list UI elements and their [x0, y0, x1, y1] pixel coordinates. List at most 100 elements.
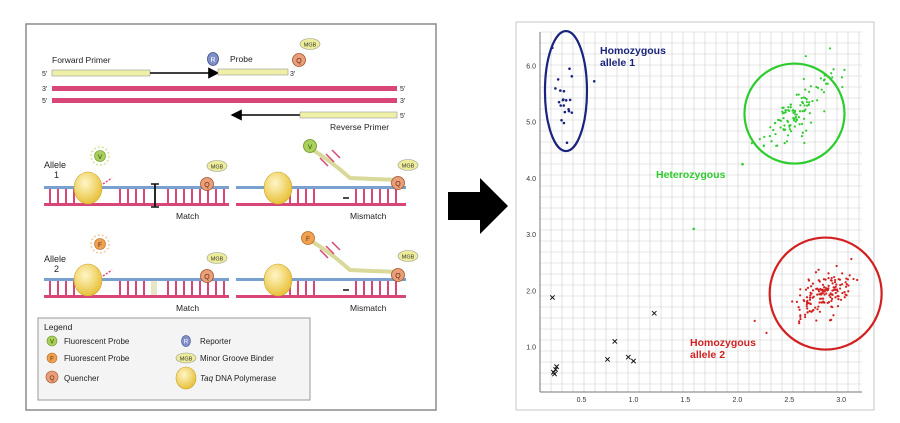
data-point — [805, 129, 808, 132]
legend-title: Legend — [44, 322, 73, 332]
x-tick-label: 1.0 — [629, 397, 639, 404]
data-point — [827, 272, 830, 275]
dna-strand-bottom — [52, 98, 397, 103]
data-point — [782, 117, 785, 120]
data-point — [804, 55, 807, 58]
plot-axes — [539, 32, 862, 393]
data-point — [808, 90, 811, 93]
data-point — [758, 138, 761, 141]
svg-text:Q: Q — [395, 181, 401, 188]
svg-text:Minor Groove Binder: Minor Groove Binder — [200, 354, 274, 363]
data-point — [554, 87, 557, 90]
data-point — [843, 290, 846, 294]
mgb-icon: MGB — [206, 252, 228, 264]
svg-text:F: F — [306, 236, 310, 243]
data-point — [795, 93, 798, 96]
legend-item-reporter: R Reporter — [181, 335, 231, 347]
data-point — [800, 96, 803, 100]
data-point — [809, 302, 812, 306]
data-point — [822, 91, 826, 94]
data-point — [763, 135, 766, 138]
data-point — [815, 287, 818, 291]
data-point — [807, 278, 810, 281]
data-point — [793, 117, 796, 120]
data-point — [804, 313, 807, 316]
data-point — [841, 272, 844, 275]
data-point — [783, 142, 786, 145]
mgb-icon: MGB — [397, 159, 419, 171]
data-point — [811, 309, 815, 312]
data-point — [847, 284, 850, 287]
quencher-icon: Q — [200, 177, 214, 191]
data-point — [806, 307, 809, 310]
data-point — [817, 288, 820, 291]
data-point — [777, 118, 780, 121]
data-point — [781, 106, 784, 109]
x-tick-label: 2.0 — [732, 397, 742, 404]
reverse-primer — [299, 111, 398, 119]
data-point — [810, 310, 813, 313]
data-point — [562, 121, 566, 125]
svg-text:MGB: MGB — [180, 357, 193, 363]
cluster-ellipse — [743, 62, 846, 165]
data-point — [768, 134, 771, 138]
orange-f-icon: F — [301, 231, 315, 245]
data-point — [832, 286, 835, 289]
data-point — [567, 109, 571, 113]
data-point — [817, 305, 820, 308]
svg-text:R: R — [210, 57, 215, 64]
data-point — [834, 288, 837, 292]
data-point — [750, 142, 753, 145]
data-point — [826, 289, 829, 292]
data-point — [800, 134, 804, 138]
data-point — [818, 310, 822, 313]
svg-text:Q: Q — [204, 182, 210, 189]
svg-text:Quencher: Quencher — [64, 374, 99, 383]
data-point — [783, 111, 786, 114]
svg-text:Q: Q — [395, 273, 401, 280]
data-point — [848, 274, 851, 277]
undetermined-point — [553, 366, 559, 373]
data-point — [812, 295, 815, 298]
prime-3-label: 3' — [290, 71, 295, 78]
data-point — [808, 298, 812, 301]
data-point — [798, 110, 802, 113]
data-point — [557, 100, 561, 104]
y-tick-label: 1.0 — [526, 345, 536, 352]
data-point — [822, 278, 826, 281]
data-point — [819, 77, 822, 80]
data-point — [787, 134, 790, 137]
data-point — [784, 109, 787, 112]
data-point — [852, 277, 855, 281]
quencher-icon: Q — [391, 268, 405, 282]
undetermined-point — [604, 356, 611, 362]
quencher-icon: Q — [292, 53, 306, 67]
data-point — [781, 110, 784, 113]
data-point — [565, 141, 569, 145]
x-tick-label: 0.5 — [577, 397, 587, 404]
dna-strand-top — [52, 86, 397, 91]
data-point — [798, 123, 801, 126]
data-point — [830, 276, 833, 280]
data-point — [831, 289, 834, 292]
data-point — [772, 128, 775, 132]
data-point — [802, 117, 806, 120]
data-point — [832, 314, 835, 317]
strand1-right-label: 5' — [400, 86, 405, 93]
data-point — [829, 296, 832, 299]
cluster-label: Heterozygous — [656, 169, 726, 181]
data-point — [774, 133, 777, 136]
svg-text:F: F — [98, 242, 102, 249]
outlier-point — [741, 162, 744, 166]
cluster-label: Homozygous — [600, 45, 666, 57]
svg-text:Reporter: Reporter — [200, 337, 231, 346]
data-point — [804, 108, 807, 111]
data-point — [817, 268, 820, 271]
legend-item-fluorescent-f: F Fluorescent Probe — [46, 352, 130, 364]
data-point — [824, 278, 827, 281]
data-point — [839, 298, 843, 301]
data-point — [835, 283, 838, 286]
data-point — [820, 297, 823, 300]
data-point — [824, 288, 827, 291]
